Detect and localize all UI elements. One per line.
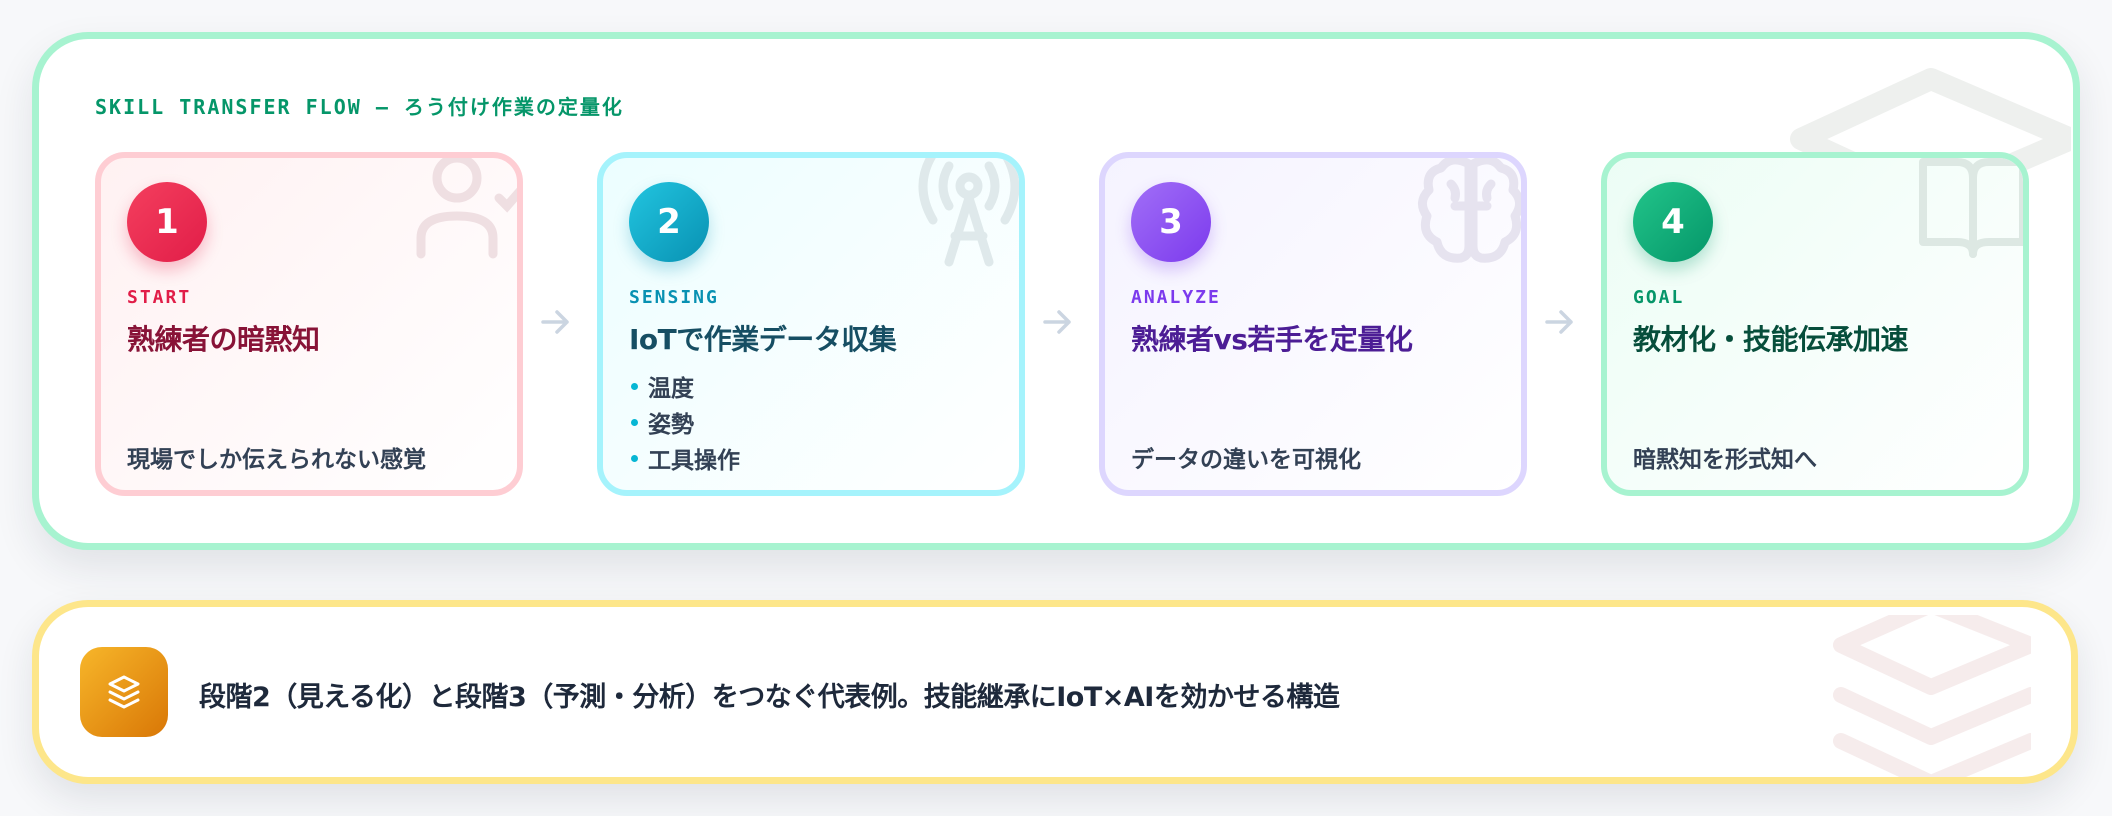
sensing-items-list: 温度 姿勢 工具操作 xyxy=(629,368,740,476)
list-item: 温度 xyxy=(629,368,740,404)
step-tag: SENSING xyxy=(629,287,719,308)
step-title: 熟練者の暗黙知 xyxy=(127,323,320,356)
step-number-badge: 4 xyxy=(1633,182,1713,262)
brain-icon xyxy=(1418,158,1521,263)
step-number-badge: 2 xyxy=(629,182,709,262)
step-title: IoTで作業データ収集 xyxy=(629,323,897,356)
step-number-badge: 1 xyxy=(127,182,207,262)
layers-icon xyxy=(108,675,140,709)
list-item: 工具操作 xyxy=(629,440,740,476)
flow-title: SKILL TRANSFER FLOW – ろう付け作業の定量化 xyxy=(95,95,624,119)
step-card-goal: 4 GOAL 教材化・技能伝承加速 暗黙知を形式知へ xyxy=(1601,152,2029,496)
bullet-icon xyxy=(631,418,638,426)
step-card-analyze: 3 ANALYZE 熟練者vs若手を定量化 データの違いを可視化 xyxy=(1099,152,1527,496)
antenna-icon xyxy=(918,158,1019,267)
step-title: 教材化・技能伝承加速 xyxy=(1633,323,1909,356)
step-description: 現場でしか伝えられない感覚 xyxy=(127,447,426,473)
book-open-icon xyxy=(1919,158,2023,258)
arrow-right-icon xyxy=(1545,310,1573,334)
summary-panel: 段階2（見える化）と段階3（予測・分析）をつなぐ代表例。技能継承にIoT×AIを… xyxy=(32,600,2078,784)
layers-icon-badge xyxy=(80,647,168,737)
step-tag: ANALYZE xyxy=(1131,287,1221,308)
arrow-right-icon xyxy=(541,310,569,334)
bullet-icon xyxy=(631,454,638,462)
step-number-badge: 3 xyxy=(1131,182,1211,262)
step-title: 熟練者vs若手を定量化 xyxy=(1131,323,1413,356)
step-card-sensing: 2 SENSING IoTで作業データ収集 温度 姿勢 工具操作 xyxy=(597,152,1025,496)
skill-transfer-flow-panel: SKILL TRANSFER FLOW – ろう付け作業の定量化 1 START… xyxy=(32,32,2080,550)
user-check-icon xyxy=(416,158,517,259)
step-tag: START xyxy=(127,287,192,308)
layers-icon xyxy=(1833,615,2031,777)
summary-text: 段階2（見える化）と段階3（予測・分析）をつなぐ代表例。技能継承にIoT×AIを… xyxy=(199,682,1340,713)
step-description: 暗黙知を形式知へ xyxy=(1633,447,1817,473)
list-item: 姿勢 xyxy=(629,404,740,440)
arrow-right-icon xyxy=(1043,310,1071,334)
bullet-icon xyxy=(631,382,638,390)
step-description: データの違いを可視化 xyxy=(1131,447,1361,473)
step-card-start: 1 START 熟練者の暗黙知 現場でしか伝えられない感覚 xyxy=(95,152,523,496)
step-tag: GOAL xyxy=(1633,287,1685,308)
